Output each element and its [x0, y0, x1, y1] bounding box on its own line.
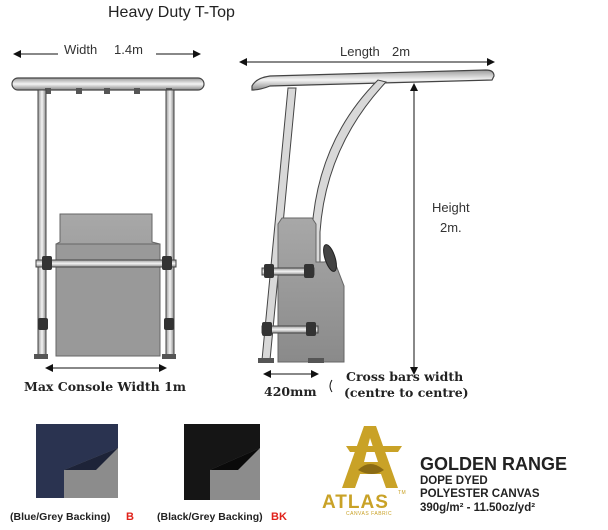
- fabric-swatches: (Blue/Grey Backing) B (Black/Grey Backin…: [10, 424, 287, 523]
- height-value: 2m.: [440, 220, 462, 235]
- side-console: [277, 217, 345, 363]
- atlas-wordmark: ATLAS: [322, 492, 389, 513]
- front-cross-bar: [35, 259, 177, 268]
- steering-wheel: [323, 244, 337, 272]
- swatch-black-caption: (Black/Grey Backing): [157, 511, 263, 523]
- width-value: 1.4m: [114, 42, 143, 57]
- front-left-leg: [37, 89, 47, 359]
- golden-range-title: GOLDEN RANGE: [420, 454, 567, 474]
- bar-spacing-label: 420mm: [264, 384, 317, 399]
- swatch-black-code: BK: [271, 511, 287, 523]
- length-label: Length: [340, 44, 380, 59]
- atlas-a-mark-icon: [342, 426, 398, 488]
- length-value: 2m: [392, 44, 410, 59]
- golden-range-info: GOLDEN RANGE DOPE DYED POLYESTER CANVAS …: [420, 454, 567, 514]
- front-right-leg: [165, 89, 175, 359]
- front-view: Width 1.4m Max Cons: [11, 42, 205, 394]
- atlas-tagline: CANVAS FABRIC: [346, 511, 392, 517]
- cross-bars-width-label: Cross bars width: [346, 369, 463, 384]
- swatch-blue-grey[interactable]: [36, 424, 118, 498]
- swatch-blue-code: B: [126, 511, 134, 523]
- fabric-weight-label: 390g/m² - 11.50oz/yd²: [420, 502, 535, 514]
- side-canopy: [251, 69, 495, 91]
- polyester-canvas-label: POLYESTER CANVAS: [420, 488, 540, 500]
- side-view: Length 2m Height 2m. 420mm: [239, 44, 495, 400]
- cross-bars-centre-label: (centre to centre): [344, 385, 469, 400]
- diagram-title: Heavy Duty T-Top: [108, 4, 235, 21]
- swatch-black-grey[interactable]: [184, 424, 260, 500]
- atlas-logo: ATLAS TM CANVAS FABRIC: [322, 426, 406, 517]
- dope-dyed-label: DOPE DYED: [420, 475, 488, 487]
- atlas-trademark: TM: [398, 490, 406, 496]
- width-label: Width: [64, 42, 97, 57]
- max-console-width-label: Max Console Width 1m: [24, 379, 186, 394]
- swatch-blue-caption: (Blue/Grey Backing): [10, 511, 110, 523]
- height-label: Height: [432, 200, 470, 215]
